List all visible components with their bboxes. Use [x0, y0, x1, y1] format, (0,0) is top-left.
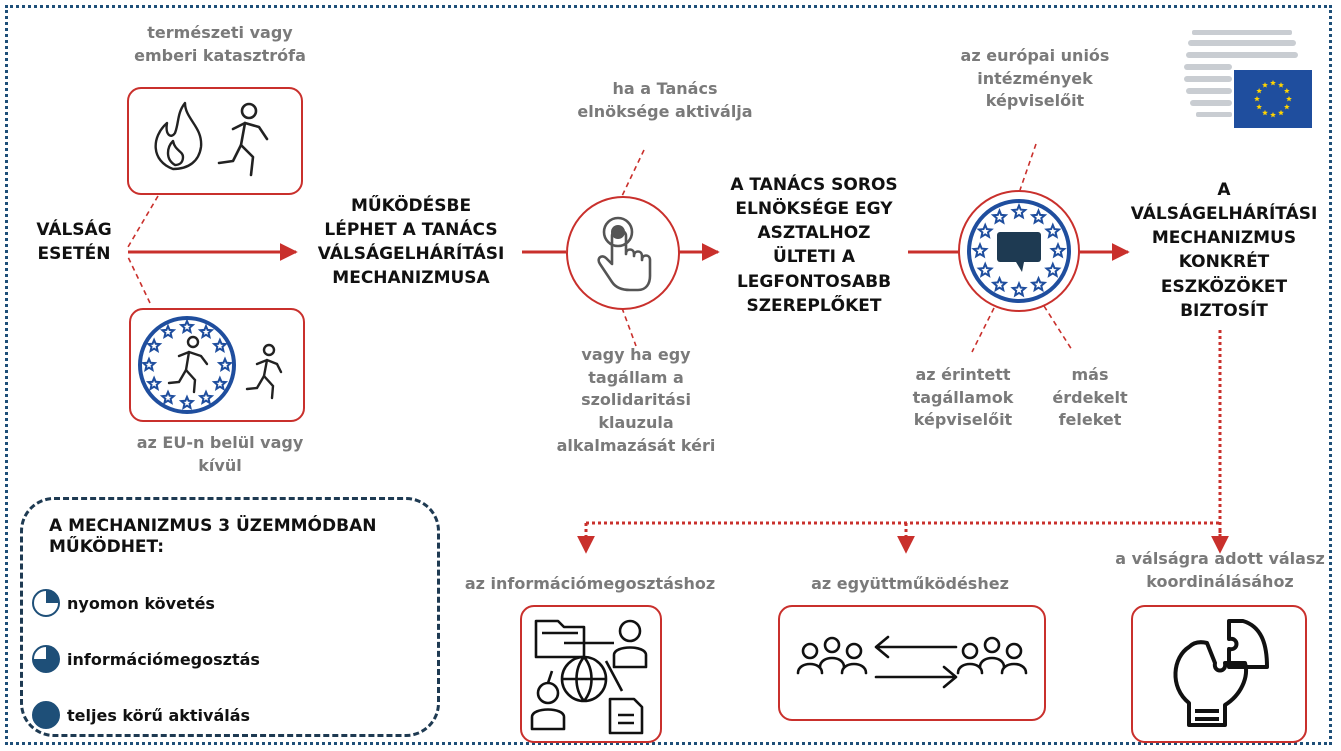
tools-label: A VÁLSÁGELHÁRÍTÁSI MECHANIZMUS KONKRÉT E… — [1130, 180, 1318, 321]
star-icon — [211, 375, 229, 392]
output-info-box — [520, 605, 662, 743]
running-person-icon — [245, 343, 283, 400]
touch-hand-icon — [597, 216, 652, 292]
eu-stars-person-icon — [138, 316, 236, 414]
star-icon — [159, 389, 177, 405]
disaster-label: természeti vagy emberi katasztrófa — [134, 23, 306, 65]
location-box — [129, 308, 305, 422]
star-icon — [145, 375, 163, 392]
dash-other-parties — [1043, 305, 1073, 351]
modes-title: A MECHANIZMUS 3 ÜZEMMÓDBAN MŰKÖDHET: — [49, 516, 377, 558]
council-building-stripes-icon — [1184, 30, 1298, 117]
star-icon — [178, 394, 196, 411]
flag-star-icon — [1262, 82, 1268, 88]
output-coop-box — [778, 605, 1046, 721]
three-quarter-pie-icon — [32, 645, 60, 673]
eu-flag-icon — [1234, 70, 1312, 128]
roundtable-label: A TANÁCS SOROS ELNÖKSÉGE EGY ASZTALHOZ Ü… — [730, 175, 898, 316]
star-icon — [990, 208, 1009, 225]
flag-star-icon — [1284, 104, 1290, 110]
star-icon — [976, 261, 994, 278]
flag-star-icon — [1284, 88, 1290, 94]
flag-star-icon — [1256, 88, 1262, 94]
star-icon — [1044, 261, 1062, 278]
other-parties-label: más érdekelt feleket — [1052, 365, 1128, 430]
star-icon — [976, 222, 994, 239]
location-label: az EU-n belül vagy kívül — [136, 433, 304, 475]
star-icon — [971, 241, 989, 259]
council-logo — [1184, 22, 1314, 132]
star-icon — [197, 389, 215, 405]
running-person-icon — [217, 102, 269, 177]
output-coord-box — [1131, 605, 1307, 743]
output-info-label: az információmegosztáshoz — [464, 574, 716, 593]
star-icon — [1029, 275, 1048, 293]
star-icon — [216, 356, 234, 373]
cooperation-icon — [796, 635, 1028, 689]
disaster-box — [127, 87, 303, 195]
flag-star-icon — [1278, 109, 1284, 116]
star-icon — [178, 318, 196, 335]
quarter-pie-icon — [32, 589, 60, 617]
output-coord-label: a válságra adott válasz koordinálásához — [1115, 549, 1325, 591]
star-icon — [140, 356, 158, 373]
activation-label: MŰKÖDÉSBE LÉPHET A TANÁCS VÁLSÁGELHÁRÍTÁ… — [317, 196, 505, 289]
star-icon — [1029, 208, 1048, 225]
star-icon — [990, 275, 1009, 293]
flag-star-icon — [1278, 82, 1284, 88]
output-coop-label: az együttműködéshez — [811, 574, 1009, 593]
star-icon — [1010, 202, 1028, 220]
star-icon — [145, 337, 163, 354]
dash-presidency — [621, 149, 645, 197]
flag-star-icon — [1254, 96, 1260, 102]
chat-bubble-icon — [997, 232, 1041, 272]
flag-star-icon — [1270, 112, 1276, 118]
star-icon — [211, 337, 229, 354]
flag-star-icon — [1262, 109, 1268, 116]
diagram-frame — [5, 5, 1332, 745]
activation-circle — [566, 196, 680, 310]
flag-star-icon — [1286, 96, 1292, 102]
mode-full-activation: teljes körű aktiválás — [31, 700, 250, 730]
dash-member-state — [621, 307, 637, 347]
star-icon — [159, 323, 177, 339]
star-icon — [1049, 241, 1067, 259]
crisis-trigger-label: VÁLSÁG ESETÉN — [36, 220, 112, 265]
affected-states-label: az érintett tagállamok képviselőit — [912, 365, 1014, 430]
dash-affected-states — [971, 307, 995, 353]
dash-eu-institutions — [1019, 143, 1037, 191]
flag-star-icon — [1270, 80, 1276, 86]
modes-legend: A MECHANIZMUS 3 ÜZEMMÓDBAN MŰKÖDHET: nyo… — [20, 497, 440, 737]
roundtable-circle — [958, 190, 1080, 312]
star-icon — [1010, 280, 1028, 298]
full-pie-icon — [32, 701, 60, 729]
mode-information-sharing: információmegosztás — [31, 644, 260, 674]
star-icon — [197, 323, 215, 339]
coordination-puzzle-icon — [1173, 619, 1269, 727]
star-icon — [1044, 222, 1062, 239]
fire-icon — [154, 101, 203, 171]
information-sharing-icon — [530, 619, 648, 735]
dash-disaster — [127, 195, 159, 248]
member-state-label: vagy ha egy tagállam a szolidaritási kla… — [556, 345, 716, 455]
presidency-label: ha a Tanács elnöksége aktiválja — [577, 79, 753, 121]
dash-location — [127, 256, 151, 304]
flag-star-icon — [1256, 104, 1262, 110]
eu-institutions-label: az európai uniós intézmények képviselőit — [960, 46, 1110, 111]
mode-monitoring: nyomon követés — [31, 588, 215, 618]
